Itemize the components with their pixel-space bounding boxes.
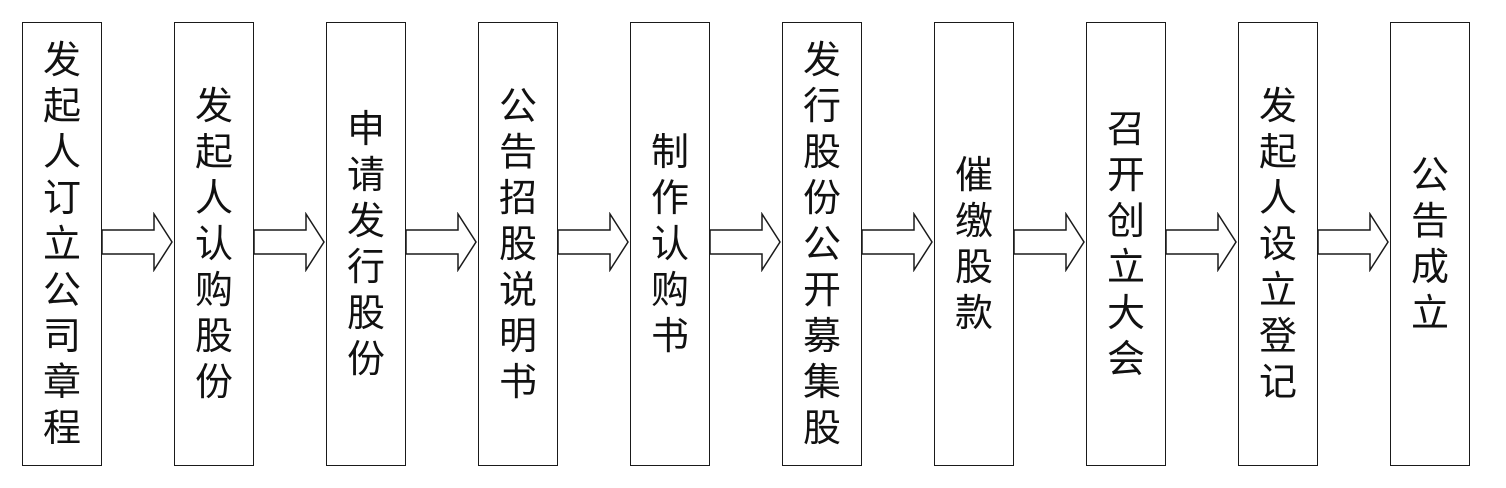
step-4-box: 公告招股说明书 [478, 22, 558, 466]
step-10-box: 公告成立 [1390, 22, 1470, 466]
step-7-box: 催缴股款 [934, 22, 1014, 466]
step-6-label: 发行股份公开募集股 [802, 38, 841, 450]
arrow-9-icon [1318, 212, 1390, 272]
step-1-label: 发起人订立公司章程 [42, 38, 81, 450]
arrow-3-icon [406, 212, 478, 272]
step-3-box: 申请发行股份 [326, 22, 406, 466]
arrow-6-icon [862, 212, 934, 272]
arrow-8-icon [1166, 212, 1238, 272]
step-7-label: 催缴股款 [954, 153, 993, 335]
step-9-label: 发起人设立登记 [1258, 84, 1297, 404]
step-9-box: 发起人设立登记 [1238, 22, 1318, 466]
step-8-box: 召开创立大会 [1086, 22, 1166, 466]
step-4-label: 公告招股说明书 [498, 84, 537, 404]
step-10-label: 公告成立 [1410, 153, 1449, 335]
arrow-4-icon [558, 212, 630, 272]
step-6-box: 发行股份公开募集股 [782, 22, 862, 466]
step-2-label: 发起人认购股份 [194, 84, 233, 404]
arrow-5-icon [710, 212, 782, 272]
step-5-label: 制作认购书 [650, 130, 689, 358]
arrow-1-icon [102, 212, 174, 272]
step-1-box: 发起人订立公司章程 [22, 22, 102, 466]
arrow-7-icon [1014, 212, 1086, 272]
step-3-label: 申请发行股份 [346, 107, 385, 381]
step-2-box: 发起人认购股份 [174, 22, 254, 466]
step-8-label: 召开创立大会 [1106, 107, 1145, 381]
arrow-2-icon [254, 212, 326, 272]
step-5-box: 制作认购书 [630, 22, 710, 466]
